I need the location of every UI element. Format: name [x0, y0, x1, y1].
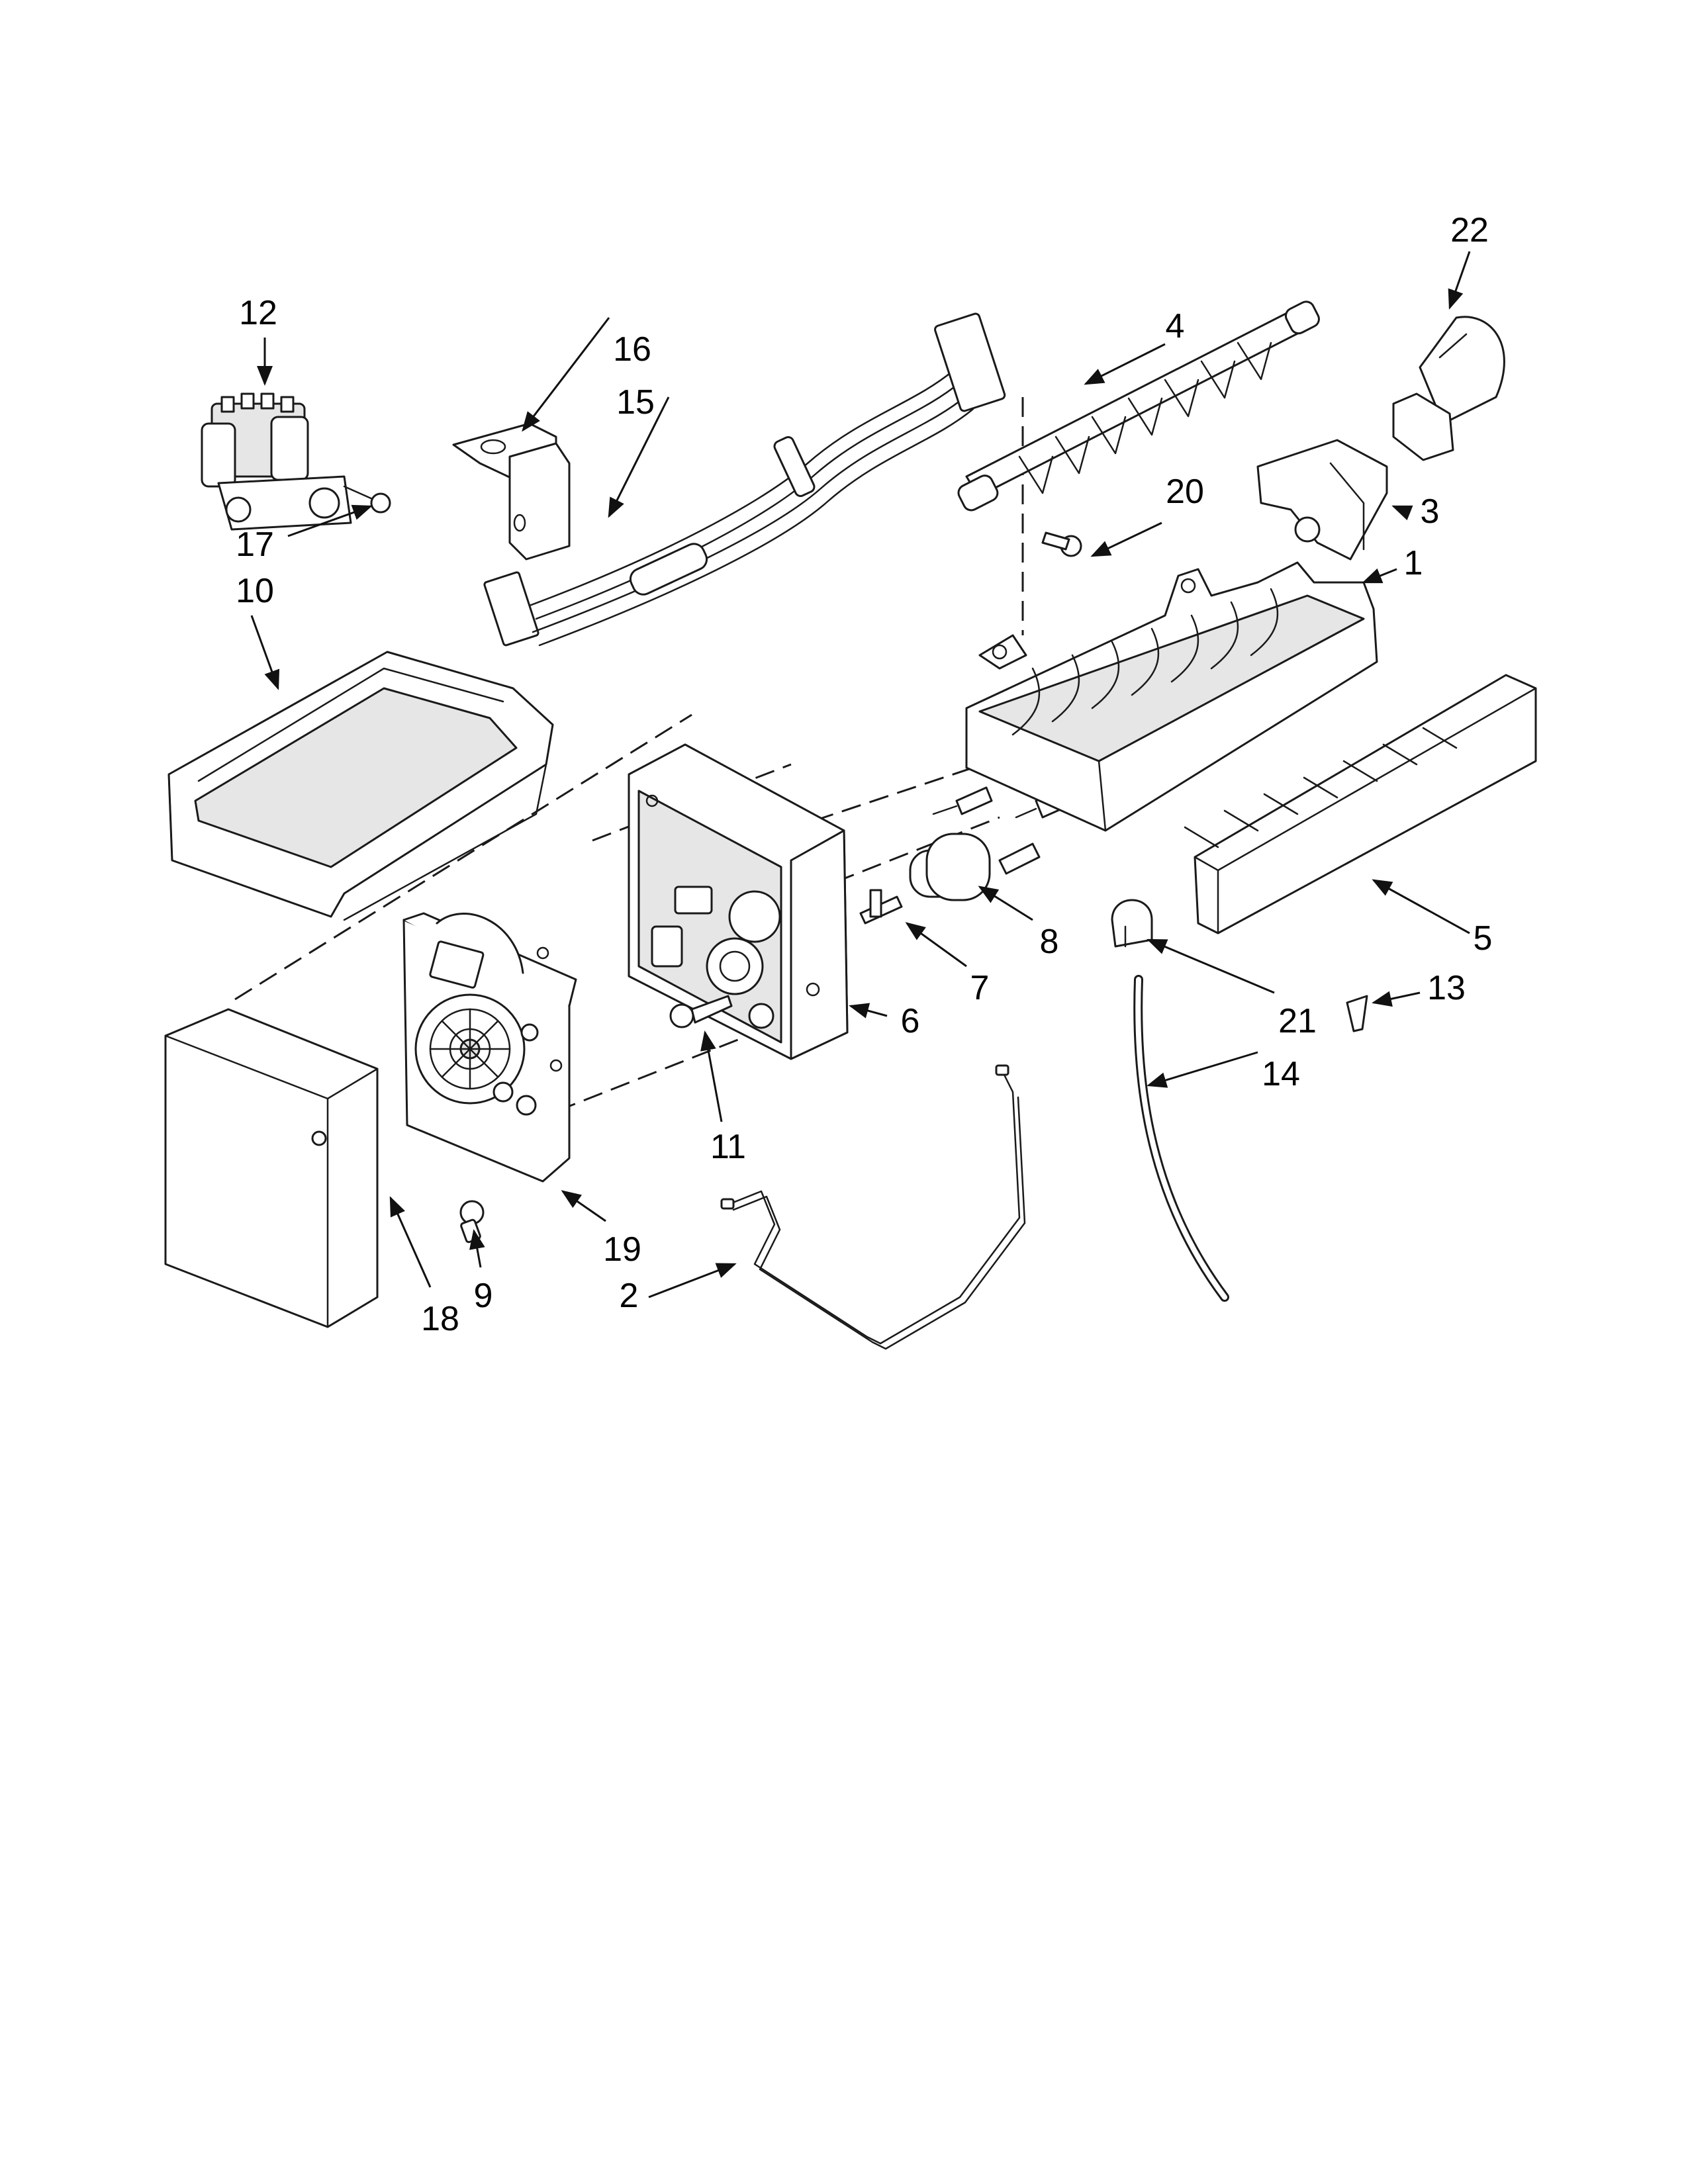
- callout-18: 18: [421, 1300, 459, 1338]
- callout-1: 1: [1404, 544, 1423, 582]
- cam-part: [1392, 316, 1505, 461]
- callout-7: 7: [970, 969, 990, 1007]
- callout-3: 3: [1421, 492, 1440, 531]
- leader-lines: [250, 251, 1471, 1298]
- front-cover-part: [164, 1008, 379, 1328]
- callout-labels: 1 2 3 4 5 6 7 8 9 10 11 12 13 14 15 16 1…: [236, 211, 1492, 1338]
- callout-15: 15: [616, 383, 655, 422]
- callout-17: 17: [236, 525, 274, 564]
- callout-9: 9: [474, 1277, 493, 1315]
- control-module-part: [402, 912, 577, 1183]
- fill-tube-part: [1133, 975, 1229, 1302]
- callout-4: 4: [1166, 307, 1185, 345]
- wire-harness-part: [483, 312, 1006, 647]
- callout-2: 2: [620, 1277, 639, 1315]
- stripper-part: [1184, 674, 1537, 934]
- callout-21: 21: [1278, 1002, 1317, 1040]
- ejector-part: [957, 300, 1320, 512]
- callout-8: 8: [1040, 923, 1059, 961]
- housing-part: [628, 743, 849, 1060]
- mold-screw-part: [1041, 531, 1082, 557]
- callout-20: 20: [1166, 473, 1204, 511]
- valve-screw-part: [343, 485, 391, 514]
- callout-19: 19: [603, 1230, 641, 1269]
- callout-22: 22: [1450, 211, 1489, 250]
- clip-part: [1111, 899, 1153, 948]
- water-valve-part: [201, 392, 352, 531]
- module-screw-part: [459, 1200, 485, 1244]
- callout-16: 16: [613, 330, 651, 369]
- shutoff-arm-part: [1256, 439, 1388, 561]
- housing-screw-part: [669, 995, 733, 1028]
- bracket-part: [452, 422, 571, 561]
- ice-mold-part: [965, 561, 1378, 832]
- callout-13: 13: [1427, 969, 1466, 1007]
- ice-bin-part: [167, 651, 554, 921]
- small-parts-group: [859, 786, 1074, 925]
- heater-wire-part: [720, 1064, 1026, 1350]
- callout-14: 14: [1262, 1055, 1300, 1093]
- callout-10: 10: [236, 572, 274, 610]
- callout-6: 6: [901, 1002, 920, 1040]
- callout-12: 12: [239, 294, 277, 332]
- plug-part: [1346, 995, 1368, 1032]
- callout-11: 11: [710, 1128, 746, 1166]
- callout-5: 5: [1474, 919, 1493, 958]
